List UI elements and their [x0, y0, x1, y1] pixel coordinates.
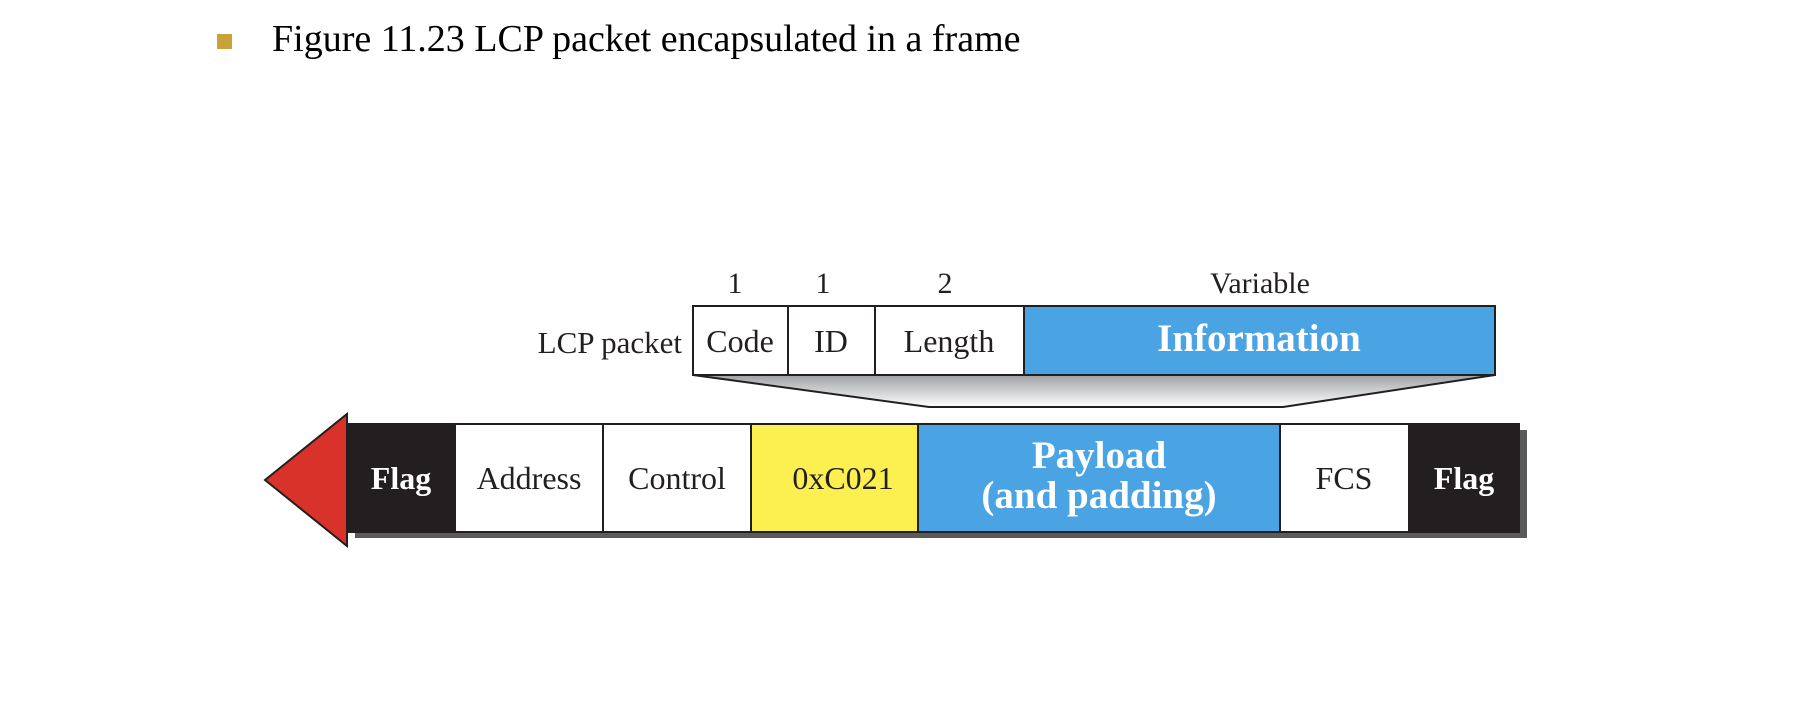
- code-size-label: 1: [728, 267, 743, 300]
- address-label: Address: [477, 460, 582, 496]
- fcs-field: [1279, 423, 1410, 533]
- information-field-label: Information: [1157, 317, 1361, 360]
- flag-end-field: [1408, 423, 1520, 533]
- lcp-packet-label: LCP packet: [538, 325, 683, 360]
- payload-label: Payload: [1032, 434, 1167, 477]
- information-size-label: Variable: [1210, 267, 1310, 300]
- code-field: [692, 305, 789, 376]
- protocol-field: [750, 423, 919, 533]
- control-label: Control: [628, 460, 726, 496]
- length-size-label: 2: [938, 267, 953, 300]
- bullet-marker: [217, 34, 232, 49]
- flag-start-label: Flag: [371, 460, 431, 496]
- fcs-label: FCS: [1316, 460, 1373, 496]
- figure-title: Figure 11.23 LCP packet encapsulated in …: [272, 18, 1021, 60]
- direction-arrow-icon: [263, 411, 348, 549]
- id-field-label: ID: [814, 323, 848, 359]
- code-field-label: Code: [706, 323, 774, 359]
- length-field-label: Length: [904, 323, 995, 359]
- protocol-label: 0xC021: [792, 460, 893, 496]
- control-field: [602, 423, 752, 533]
- id-size-label: 1: [816, 267, 831, 300]
- encapsulation-funnel: [692, 374, 1496, 408]
- length-field: [874, 305, 1025, 376]
- address-field: [454, 423, 604, 533]
- flag-end-label: Flag: [1434, 460, 1494, 496]
- flag-start-field: [346, 423, 456, 533]
- payload-padding-label: (and padding): [981, 474, 1216, 517]
- information-field: [1023, 305, 1496, 376]
